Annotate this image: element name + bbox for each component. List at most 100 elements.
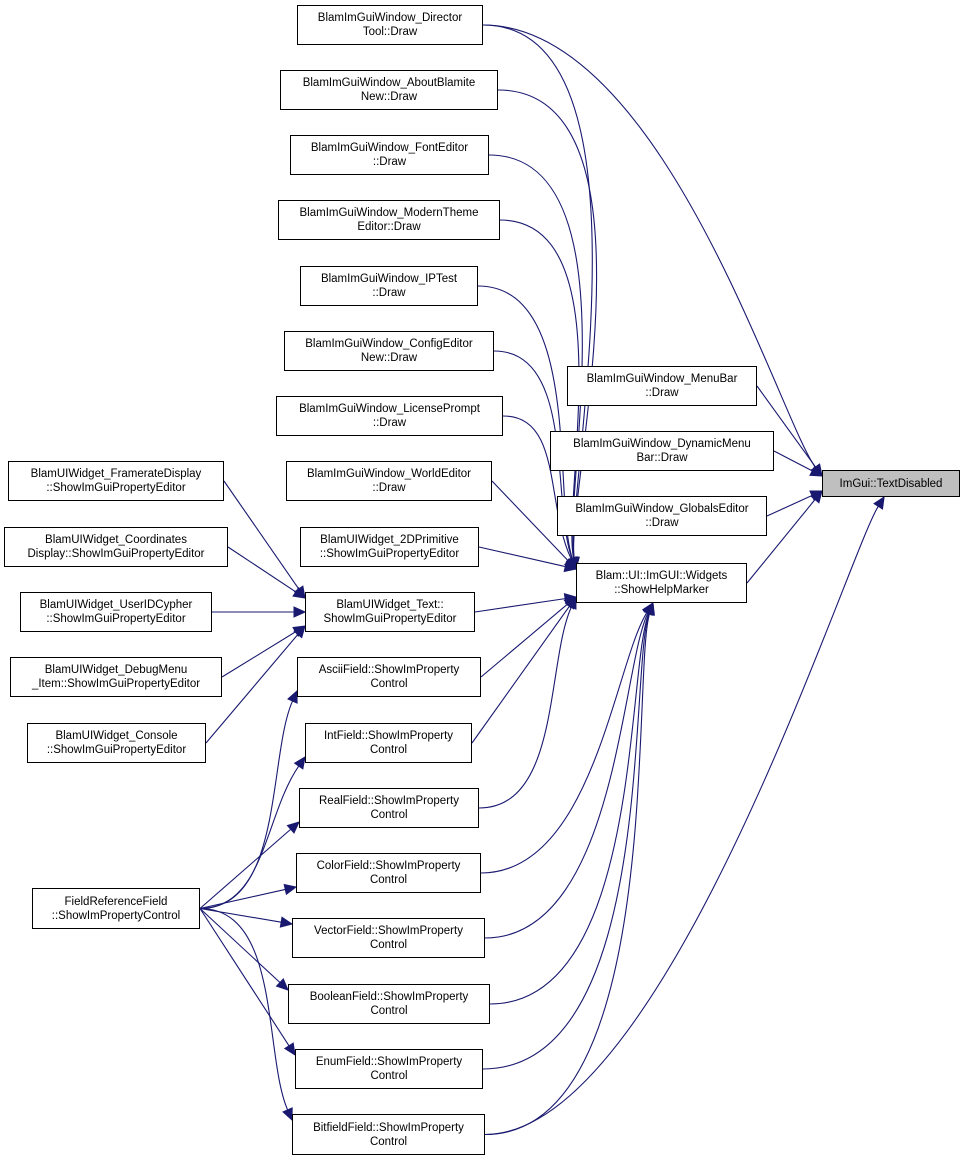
edge-field_reference-to-real_field: [199, 828, 292, 909]
node-label-line: ::ShowImGuiPropertyEditor: [46, 613, 186, 625]
node-label-line: Control: [370, 1070, 408, 1082]
node-label-line: ::ShowImPropertyControl: [51, 909, 181, 922]
node-label-line: Control: [370, 809, 408, 821]
node-text-widget-property-editor[interactable]: BlamUIWidget_Text:: ShowImGuiPropertyEdi…: [305, 592, 475, 632]
node-bitfield-field-property-control[interactable]: BitfieldField::ShowImProperty Control: [292, 1114, 485, 1155]
node-label-line: BlamUIWidget_Coordinates: [45, 534, 187, 546]
node-font-editor-draw[interactable]: BlamImGuiWindow_FontEditor ::Draw: [290, 135, 489, 175]
node-label-line: Control: [370, 1005, 408, 1017]
node-label-line: ::ShowImGuiPropertyEditor: [319, 548, 460, 560]
node-label-line: Tool::Draw: [362, 26, 418, 38]
node-framerate-display-property-editor[interactable]: BlamUIWidget_FramerateDisplay ::ShowImGu…: [8, 461, 224, 501]
node-userid-cypher-property-editor[interactable]: BlamUIWidget_UserIDCypher ::ShowImGuiPro…: [20, 592, 212, 632]
node-ip-test-draw[interactable]: BlamImGuiWindow_IPTest ::Draw: [300, 266, 478, 306]
edge-enum_field-to-show_help_marker: [482, 613, 650, 1070]
node-label-line: Blam::UI::ImGUI::Widgets: [595, 570, 728, 582]
node-about-blamite-draw[interactable]: BlamImGuiWindow_AboutBlamite New::Draw: [280, 70, 498, 110]
node-globals-editor-draw[interactable]: BlamImGuiWindow_GlobalsEditor ::Draw: [557, 496, 767, 536]
node-label-line: Control: [369, 744, 408, 756]
node-label-line: ::Draw: [645, 517, 679, 529]
node-2d-primitive-property-editor[interactable]: BlamUIWidget_2DPrimitive ::ShowImGuiProp…: [300, 527, 479, 567]
arrowhead-bitfield_field-to-show_help_marker: [643, 601, 655, 616]
node-label-line: New::Draw: [360, 352, 418, 364]
arrowhead-field_reference-to-boolean_field: [275, 977, 289, 991]
arrowhead-field_reference-to-int_field: [293, 756, 306, 770]
node-enum-field-property-control[interactable]: EnumField::ShowImProperty Control: [295, 1049, 483, 1089]
node-label-line: AsciiField::ShowImProperty: [318, 664, 460, 676]
node-label-line: BlamUIWidget_2DPrimitive: [320, 534, 459, 546]
node-real-field-property-control[interactable]: RealField::ShowImProperty Control: [299, 788, 479, 828]
node-console-property-editor[interactable]: BlamUIWidget_Console ::ShowImGuiProperty…: [27, 723, 206, 763]
edge-debug_menu_item-to-text_widget: [221, 631, 296, 678]
node-label-line: ColorField::ShowImProperty: [316, 860, 461, 872]
node-label-line: _Item::ShowImGuiPropertyEditor: [31, 678, 201, 690]
node-label-line: BlamUIWidget_Text::: [336, 599, 444, 611]
edge-boolean_field-to-show_help_marker: [489, 612, 650, 1005]
node-label-line: ::ShowHelpMarker: [614, 584, 709, 596]
edge-vector_field-to-show_help_marker: [484, 612, 649, 939]
node-label-line: ::Draw: [372, 482, 406, 494]
node-menu-bar-draw[interactable]: BlamImGuiWindow_MenuBar ::Draw: [567, 366, 757, 406]
edge-bitfield_field-to-text_disabled: [484, 506, 879, 1136]
arrowhead-field_reference-to-ascii_field: [287, 689, 298, 704]
edge-world_editor-to-show_help_marker: [491, 480, 569, 562]
node-label-line: VectorField::ShowImProperty: [314, 925, 463, 937]
node-ascii-field-property-control[interactable]: AsciiField::ShowImProperty Control: [297, 657, 481, 697]
node-coordinates-display-property-editor[interactable]: BlamUIWidget_Coordinates Display::ShowIm…: [4, 527, 228, 567]
edge-field_reference-to-int_field: [199, 765, 300, 910]
edge-menu_bar-to-text_disabled: [756, 385, 817, 468]
node-label-line: FieldReferenceField: [64, 895, 168, 908]
edge-director_tool-to-text_disabled: [482, 24, 816, 468]
node-vector-field-property-control[interactable]: VectorField::ShowImProperty Control: [292, 918, 485, 958]
node-config-editor-draw[interactable]: BlamImGuiWindow_ConfigEditor New::Draw: [284, 331, 494, 371]
node-int-field-property-control[interactable]: IntField::ShowImProperty Control: [305, 723, 472, 763]
edge-framerate_display-to-text_widget: [223, 480, 300, 590]
arrowhead-primitive_2d-to-show_help_marker: [563, 560, 578, 573]
arrowhead-bitfield_field-to-text_disabled: [873, 495, 885, 510]
node-label-line: BooleanField::ShowImProperty: [309, 991, 469, 1003]
node-dynamic-menu-bar-draw[interactable]: BlamImGuiWindow_DynamicMenu Bar::Draw: [550, 431, 774, 471]
edge-field_reference-to-bitfield_field: [199, 907, 289, 1111]
node-label-line: BlamImGuiWindow_FontEditor: [310, 142, 469, 154]
node-world-editor-draw[interactable]: BlamImGuiWindow_WorldEditor ::Draw: [286, 461, 492, 501]
node-modern-theme-editor-draw[interactable]: BlamImGuiWindow_ModernTheme Editor::Draw: [278, 200, 500, 240]
node-imgui-textdisabled[interactable]: ImGui::TextDisabled: [822, 470, 960, 497]
arrowhead-field_reference-to-real_field: [286, 821, 300, 834]
arrowhead-show_help_marker-to-text_disabled: [810, 490, 823, 504]
node-director-tool-draw[interactable]: BlamImGuiWindow_Director Tool::Draw: [297, 5, 483, 45]
node-label-line: BlamUIWidget_Console: [55, 730, 178, 742]
edge-field_reference-to-vector_field: [199, 907, 282, 923]
node-label-line: BlamImGuiWindow_MenuBar: [586, 373, 738, 385]
edge-field_reference-to-enum_field: [199, 908, 290, 1047]
edge-primitive_2d-to-show_help_marker: [478, 546, 566, 568]
node-label-line: Editor::Draw: [357, 221, 421, 233]
node-label-line: ::ShowImGuiPropertyEditor: [46, 744, 187, 756]
node-label-line: IntField::ShowImProperty: [323, 730, 454, 742]
edge-console-to-text_widget: [205, 634, 299, 744]
node-label-line: ImGui::TextDisabled: [839, 477, 943, 490]
node-debug-menu-item-property-editor[interactable]: BlamUIWidget_DebugMenu _Item::ShowImGuiP…: [10, 657, 222, 697]
node-label-line: BlamImGuiWindow_Director: [317, 12, 463, 24]
arrowhead-field_reference-to-color_field: [283, 883, 298, 896]
arrowhead-field_reference-to-vector_field: [279, 916, 294, 928]
node-color-field-property-control[interactable]: ColorField::ShowImProperty Control: [296, 853, 481, 893]
node-label-line: BlamUIWidget_UserIDCypher: [39, 599, 193, 611]
edge-int_field-to-show_help_marker: [471, 605, 571, 744]
edge-field_reference-to-color_field: [199, 888, 286, 910]
node-label-line: ShowImGuiPropertyEditor: [323, 613, 457, 625]
edge-real_field-to-show_help_marker: [478, 606, 572, 809]
node-field-reference-field-property-control[interactable]: FieldReferenceField ::ShowImPropertyCont…: [32, 888, 200, 929]
arrowhead-field_reference-to-enum_field: [283, 1042, 296, 1057]
node-boolean-field-property-control[interactable]: BooleanField::ShowImProperty Control: [288, 984, 490, 1024]
node-label-line: BlamImGuiWindow_LicensePrompt: [299, 403, 480, 415]
node-label-line: Control: [369, 939, 408, 951]
node-label-line: ::Draw: [372, 156, 407, 168]
edge-dynamic_menu_bar-to-text_disabled: [773, 450, 813, 472]
node-license-prompt-draw[interactable]: BlamImGuiWindow_LicensePrompt ::Draw: [276, 396, 503, 436]
node-label-line: ::Draw: [645, 387, 679, 399]
node-label-line: BlamImGuiWindow_AboutBlamite: [302, 77, 476, 89]
node-show-help-marker[interactable]: Blam::UI::ImGUI::Widgets ::ShowHelpMarke…: [576, 563, 747, 603]
arrowhead-userid_cypher-to-text_widget: [293, 606, 307, 618]
edge-field_reference-to-ascii_field: [199, 700, 294, 910]
